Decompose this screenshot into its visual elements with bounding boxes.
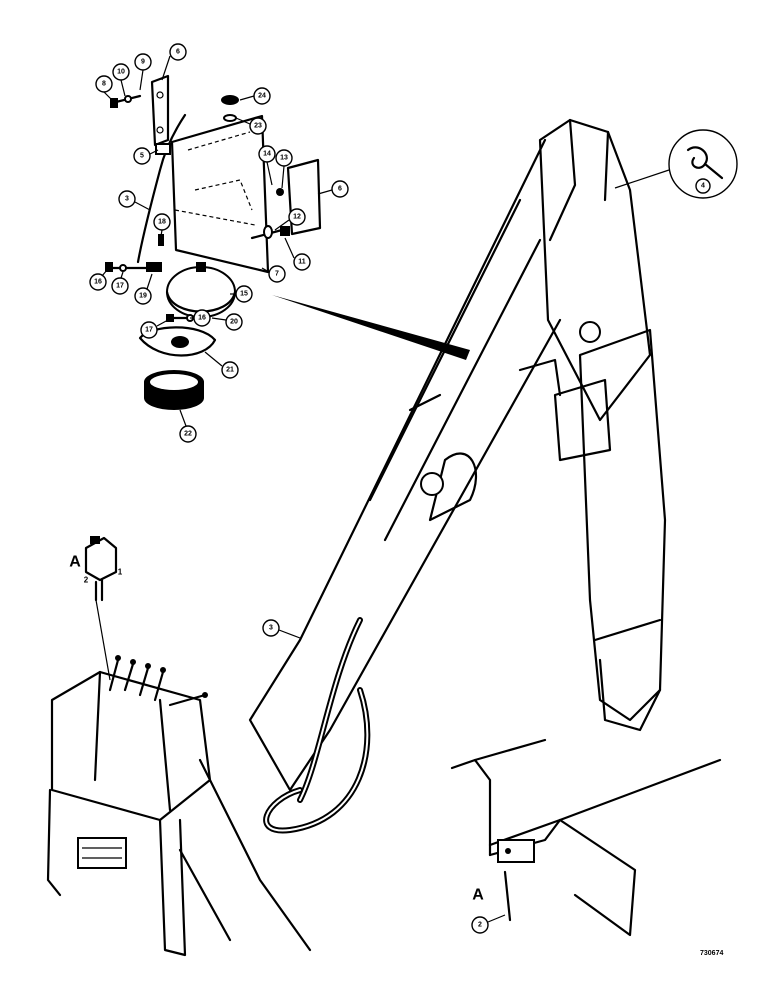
svg-text:7: 7 (275, 271, 279, 278)
callout-18: 18 (153, 213, 171, 237)
callout-2b: 2 (471, 914, 506, 934)
callout-3a: 3 (118, 190, 151, 211)
svg-text:15: 15 (240, 291, 248, 298)
detail-a-num-2: 2 (84, 576, 89, 585)
svg-text:14: 14 (263, 151, 271, 158)
svg-text:13: 13 (280, 155, 288, 162)
callouts: 8 10 9 6 24 23 5 (89, 43, 711, 934)
svg-text:2: 2 (478, 922, 482, 929)
svg-text:11: 11 (298, 259, 306, 266)
detail-4-clip (614, 129, 738, 199)
svg-text:19: 19 (139, 293, 147, 300)
callout-4: 4 (695, 178, 711, 194)
svg-text:3: 3 (125, 196, 129, 203)
svg-text:16: 16 (94, 279, 102, 286)
control-tower-frame (46, 655, 312, 957)
svg-text:22: 22 (184, 431, 192, 438)
svg-text:17: 17 (145, 327, 153, 334)
callout-7: 7 (261, 265, 286, 283)
callout-3b: 3 (262, 619, 301, 639)
callout-16a: 16 (89, 269, 108, 291)
callout-6a: 6 (161, 43, 187, 81)
callout-24: 24 (239, 87, 271, 105)
callout-6b: 6 (317, 180, 349, 198)
svg-text:3: 3 (269, 625, 273, 632)
callout-10: 10 (112, 63, 130, 97)
svg-text:4: 4 (701, 183, 705, 190)
callout-9: 9 (134, 53, 152, 91)
callout-20: 20 (211, 313, 243, 331)
callout-21: 21 (204, 351, 239, 379)
callout-15: 15 (230, 285, 253, 303)
callout-11: 11 (284, 237, 311, 271)
detail-a-num-1: 1 (118, 568, 123, 577)
detail-a-letter-top: A (69, 554, 81, 571)
svg-text:6: 6 (338, 186, 342, 193)
svg-text:17: 17 (116, 283, 124, 290)
callout-17b: 17 (140, 319, 169, 339)
svg-text:9: 9 (141, 59, 145, 66)
callout-8a: 8 (95, 75, 113, 101)
callout-22: 22 (179, 409, 197, 443)
callout-16b: 16 (190, 309, 211, 327)
svg-text:20: 20 (230, 319, 238, 326)
svg-text:8: 8 (102, 81, 106, 88)
callout-12: 12 (274, 208, 306, 231)
pointer-arrow (272, 295, 470, 360)
backhoe-boom (248, 118, 667, 792)
callout-13: 13 (275, 149, 293, 189)
svg-text:23: 23 (254, 123, 262, 130)
svg-text:6: 6 (176, 49, 180, 56)
svg-text:5: 5 (140, 153, 144, 160)
detail-a-mount: A (450, 738, 722, 937)
callout-14: 14 (258, 145, 276, 186)
svg-text:12: 12 (293, 214, 301, 221)
svg-text:24: 24 (258, 93, 266, 100)
svg-text:21: 21 (226, 367, 234, 374)
detail-a-letter-bottom: A (472, 887, 484, 904)
callout-5: 5 (133, 147, 159, 165)
callout-17a: 17 (111, 271, 129, 295)
drawing-code: 730674 (700, 950, 723, 957)
hydraulic-hoses (263, 617, 371, 834)
detail-a-switch: A 1 2 (69, 536, 123, 681)
callout-23: 23 (235, 117, 267, 135)
svg-text:18: 18 (158, 219, 166, 226)
svg-text:10: 10 (117, 69, 125, 76)
callout-19: 19 (134, 273, 153, 305)
svg-text:16: 16 (198, 315, 206, 322)
